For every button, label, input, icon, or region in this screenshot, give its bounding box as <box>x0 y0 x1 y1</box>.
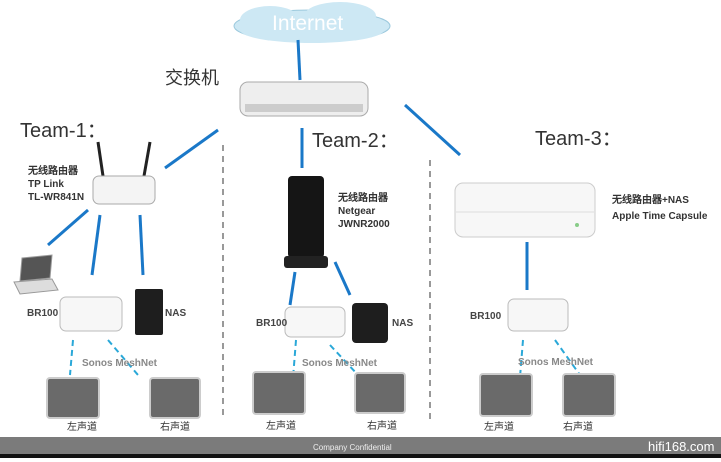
tplink-router-icon <box>92 141 156 205</box>
team-2-title: Team-2： <box>312 130 399 152</box>
team-2-router-line: Netgear <box>338 206 376 217</box>
team-3-br100-label: BR100 <box>470 311 502 322</box>
team-3-title: Team-3： <box>535 128 622 150</box>
speaker-icons <box>46 371 616 419</box>
apple-time-capsule-icon <box>454 182 596 238</box>
team-2-mesh-label: Sonos MeshNet <box>302 358 378 369</box>
team-3-left-channel: 左声道 <box>484 422 514 433</box>
team-3-router-line: 无线路由器+NAS <box>612 195 689 206</box>
laptop-icon <box>13 254 59 295</box>
team-1-nas-label: NAS <box>165 308 187 319</box>
team-1-router-line: 无线路由器 <box>28 166 78 177</box>
team-3-mesh-label: Sonos MeshNet <box>518 357 594 368</box>
footer-text: Company Confidential <box>313 443 392 452</box>
team-2-left-channel: 左声道 <box>266 421 296 432</box>
internet-cloud-icon <box>233 2 391 43</box>
footer-bar: Company Confidential hifi168.com <box>0 437 721 458</box>
team-1-router-line: TP Link <box>28 179 64 190</box>
team-2-router-line: JWNR2000 <box>338 219 390 230</box>
team-2-nas-label: NAS <box>392 318 414 329</box>
team-3-router-line: Apple Time Capsule <box>612 211 708 222</box>
team-3-router-label: 无线路由器+NAS Apple Time Capsule <box>612 193 707 225</box>
team-1-title: Team-1： <box>20 120 107 142</box>
br100-icons <box>59 296 569 338</box>
switch-icon <box>239 81 369 117</box>
team-2-router-line: 无线路由器 <box>338 193 388 204</box>
netgear-router-icon <box>284 176 328 268</box>
team-1-right-channel: 右声道 <box>160 422 190 433</box>
team-1-br100-label: BR100 <box>27 308 59 319</box>
team-2-br100-label: BR100 <box>256 318 288 329</box>
internet-label: Internet <box>272 12 344 35</box>
team-1-mesh-label: Sonos MeshNet <box>82 358 158 369</box>
switch-label: 交换机 <box>165 68 219 88</box>
watermark: hifi168.com <box>648 439 715 454</box>
team-1-router-line: TL-WR841N <box>28 192 85 203</box>
team-2-right-channel: 右声道 <box>367 421 397 432</box>
nas-icons <box>135 289 388 343</box>
team-3-right-channel: 右声道 <box>563 422 593 433</box>
ethernet-cables <box>47 39 529 306</box>
team-1-left-channel: 左声道 <box>67 422 97 433</box>
